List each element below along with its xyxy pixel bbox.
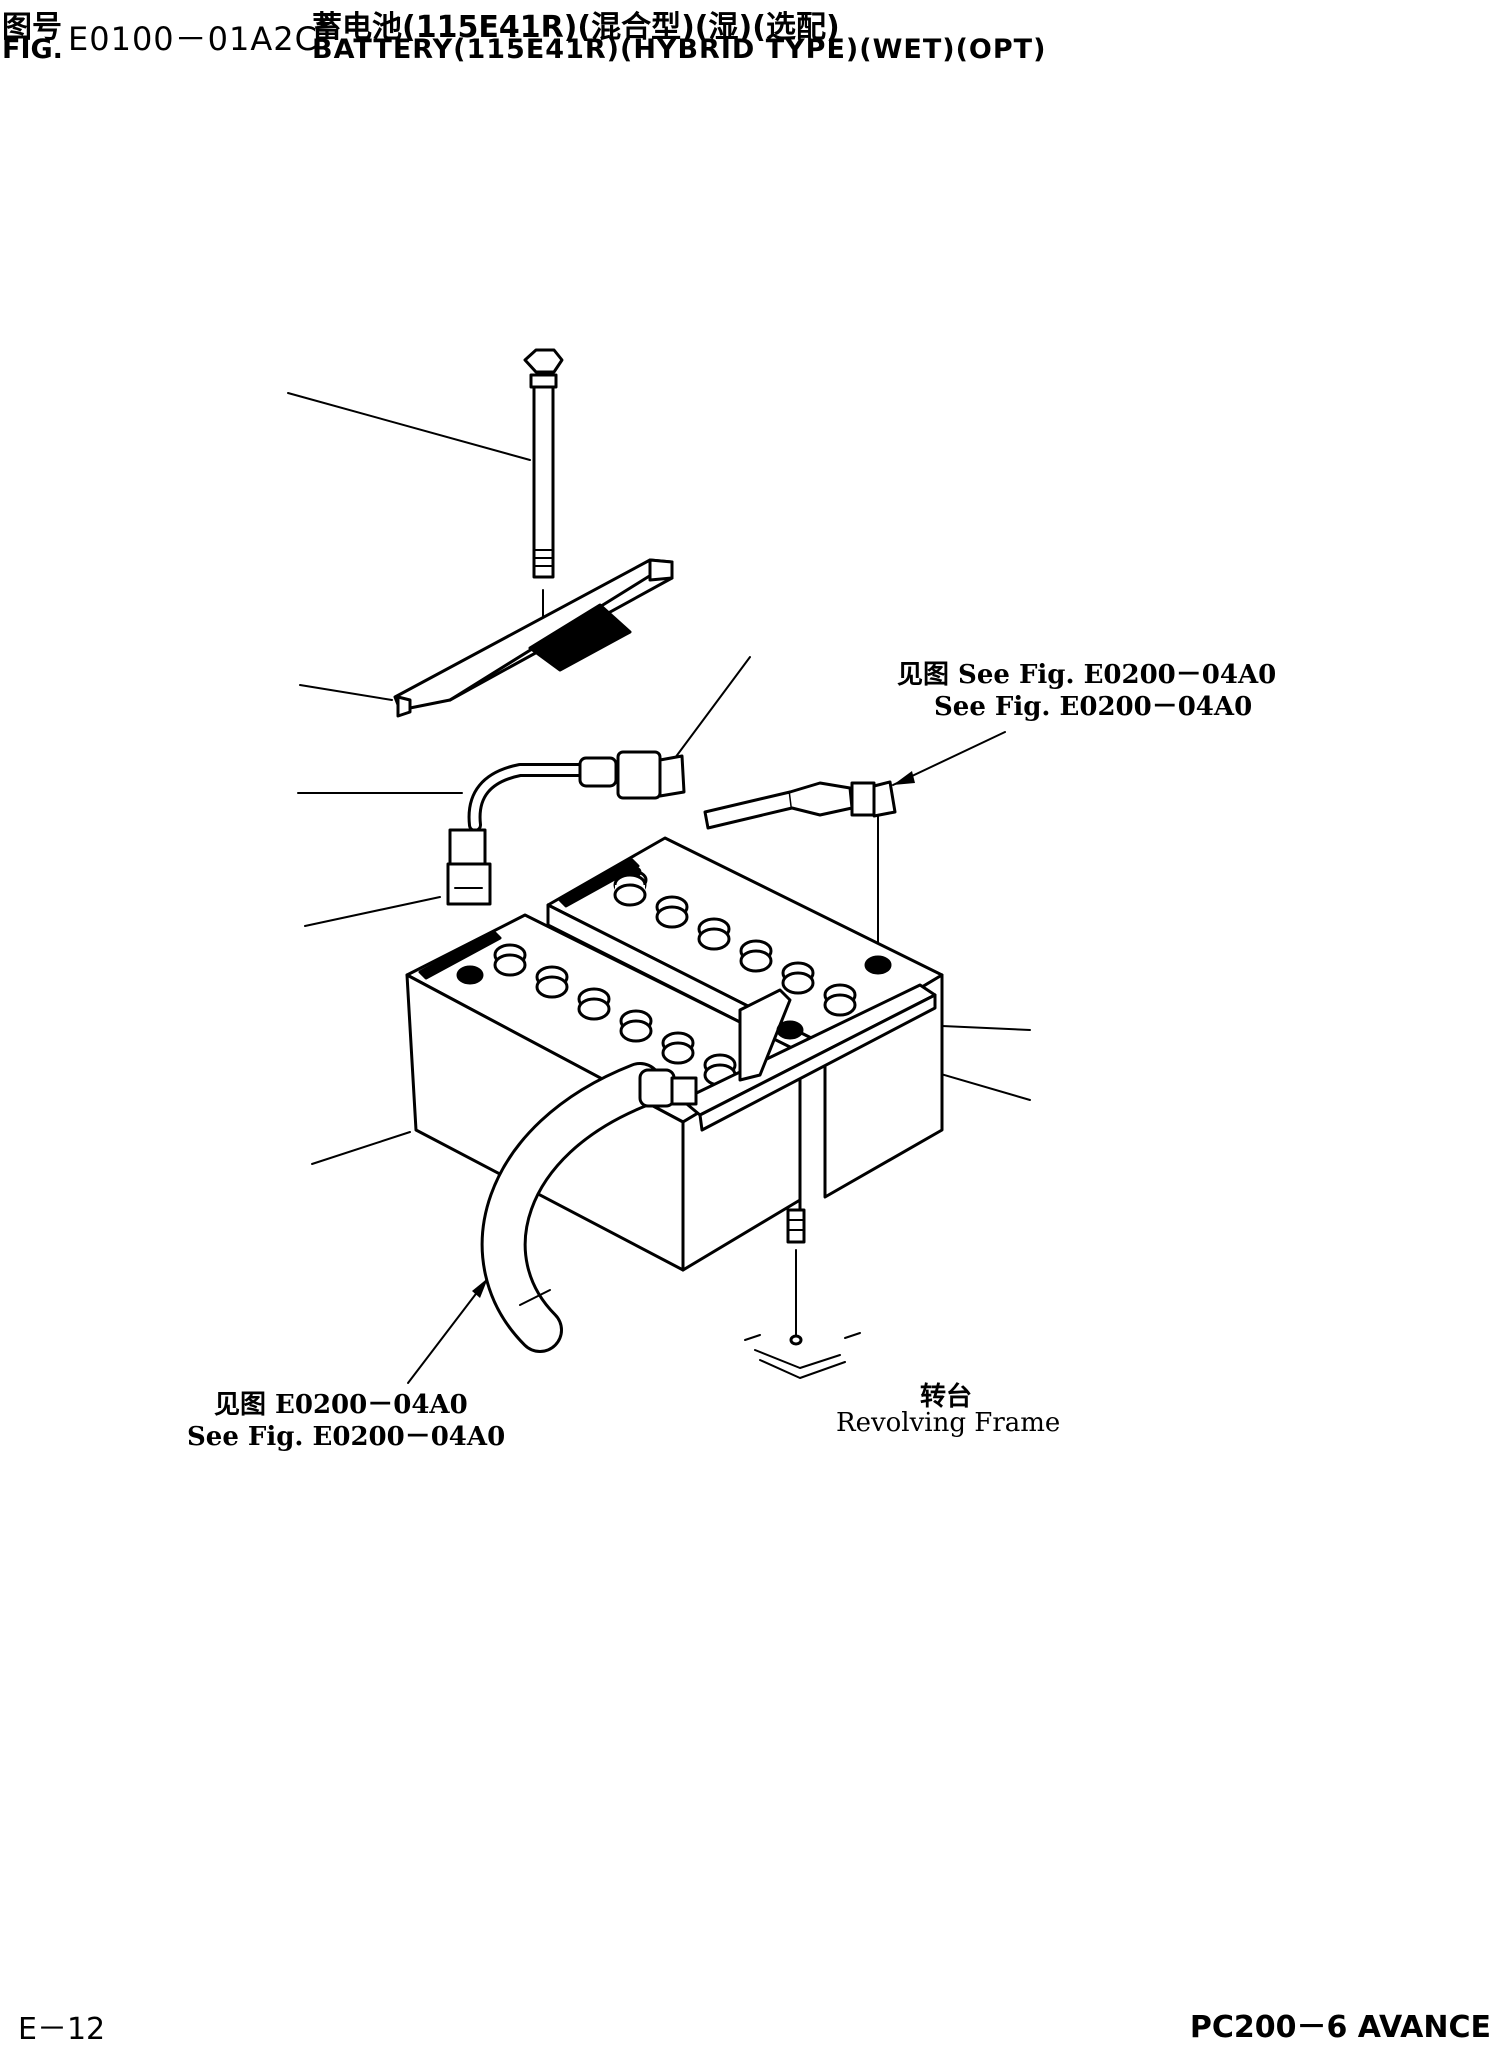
fig-label-en: FIG. bbox=[2, 34, 63, 65]
arrowheads bbox=[472, 771, 915, 1298]
leader-lines bbox=[287, 392, 1031, 1384]
title-en: BATTERY(115E41R)(HYBRID TYPE)(WET)(OPT) bbox=[312, 34, 1047, 65]
main-cable bbox=[480, 1062, 698, 1353]
reference-callout-bottom-cn: 见图 E0200－04A0 bbox=[214, 1390, 468, 1420]
reference-callout-bottom-en: See Fig. E0200－04A0 bbox=[187, 1422, 506, 1452]
page-number: E－12 bbox=[18, 2012, 106, 2047]
reference-callout-right-cn: 见图 See Fig. E0200－04A0 bbox=[897, 660, 1277, 690]
hold-down-rod bbox=[786, 1208, 806, 1346]
title-cn: 蓄电池(115E41R)(混合型)(湿)(选配) bbox=[312, 10, 840, 45]
revolving-frame-label-cn: 转台 bbox=[920, 1382, 973, 1412]
bolt bbox=[523, 348, 564, 626]
reference-callout-right-en: See Fig. E0200－04A0 bbox=[934, 692, 1253, 722]
positive-cable bbox=[446, 750, 686, 906]
model-name: PC200－6 AVANCE bbox=[1189, 2010, 1491, 2045]
cross-bar bbox=[680, 983, 937, 1212]
fig-label-cn: 图号 bbox=[2, 10, 62, 45]
revolving-frame bbox=[744, 1332, 861, 1379]
revolving-frame-label-en: Revolving Frame bbox=[836, 1408, 1061, 1438]
negative-cable-end bbox=[703, 780, 897, 830]
figure-code: E0100－01A2C bbox=[68, 20, 318, 58]
hold-down-bracket bbox=[393, 558, 674, 718]
